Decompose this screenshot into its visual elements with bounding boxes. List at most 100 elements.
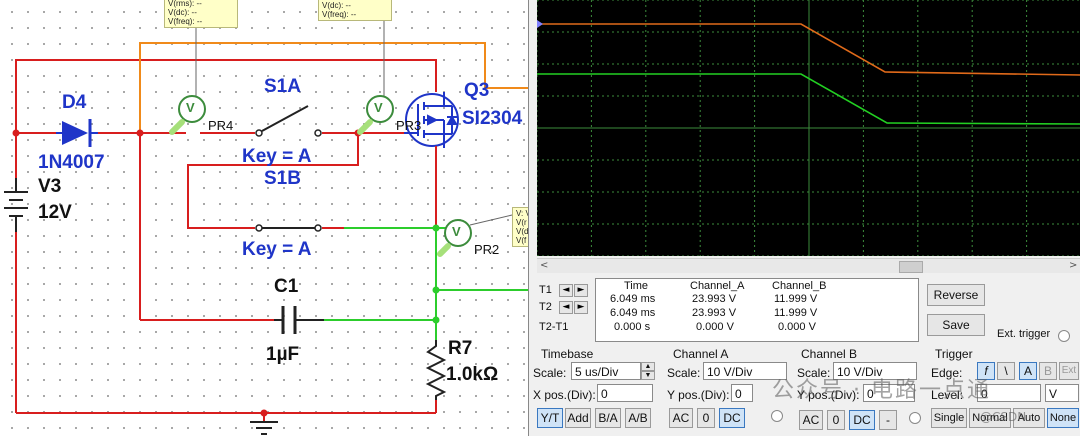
channel-b-radio[interactable] [909,412,921,424]
trigger-edge-label: Edge: [931,366,963,380]
resistor-ref[interactable]: R7 [448,338,473,359]
t1-label: T1 [539,284,552,296]
switch-s1a-ref[interactable]: S1A [264,76,301,97]
channel-b-minus-button[interactable]: - [879,410,897,430]
battery-symbol [4,178,28,232]
ext-trigger-radio[interactable] [1058,330,1070,342]
channel-a-ypos-label: Y pos.(Div): [667,388,730,402]
channel-a-ac-button[interactable]: AC [669,408,693,428]
watermark-sub: @CSDN [980,410,1027,424]
timebase-xpos-field[interactable]: 0 [597,384,653,402]
readout-diff-a: 0.000 V [696,321,734,333]
timebase-yt-button[interactable]: Y/T [537,408,563,428]
readout-diff-time: 0.000 s [614,321,651,333]
trigger-none-button[interactable]: None [1047,408,1079,428]
readout-t2-time: 6.049 ms [610,307,656,319]
timebase-xpos-label: X pos.(Div): [533,388,596,402]
timebase-scale-label: Scale: [533,366,567,380]
trigger-auto-button[interactable]: Auto [1013,408,1045,428]
trigger-level-unit[interactable]: V [1045,384,1079,402]
timebase-scale-field[interactable]: 5 us/Div [571,362,641,380]
scroll-thumb[interactable] [899,261,923,273]
timebase-ba-button[interactable]: B/A [595,408,621,428]
cursor-readout-panel: Time Channel_A Channel_B 6.049 ms 23.993… [595,278,919,342]
readout-t2-b: 11.999 V [774,307,818,319]
probe-pr2-label[interactable]: PR2 [474,242,500,257]
oscilloscope-screen[interactable] [536,0,1080,257]
channel-a-ypos-field[interactable]: 0 [731,384,753,402]
readout-header-channel-a: Channel_A [690,280,745,292]
timebase-scale-down-icon[interactable]: ▼ [641,371,655,380]
readout-header-channel-b: Channel_B [772,280,827,292]
ground-symbol [250,421,278,435]
resistor-symbol [425,340,447,400]
channel-a-radio[interactable] [771,410,783,422]
switch-s1b-key[interactable]: Key = A [242,239,312,260]
oscilloscope-window: < > T1 ◄ ► T2 ◄ ► T2-T1 Time Channel_A C… [528,0,1080,436]
readout-t1-b: 11.999 V [774,293,818,305]
switch-s1a-key[interactable]: Key = A [242,146,312,167]
capacitor-value[interactable]: 1µF [266,344,300,365]
channel-b-scale-field[interactable]: 10 V/Div [833,362,917,380]
mosfet-ref[interactable]: Q3 [464,80,490,101]
reverse-button[interactable]: Reverse [927,284,985,306]
horizontal-scrollbar[interactable]: < > [537,258,1080,273]
capacitor-symbol [274,306,324,334]
trigger-falling-edge-button[interactable]: \ [997,362,1015,380]
t2-left-arrow-icon[interactable]: ◄ [559,301,573,314]
probe-pr4-graphic [169,0,206,135]
diode-part[interactable]: 1N4007 [38,152,105,173]
schematic-canvas[interactable]: V V V PR4 PR3 PR2 V(rms): -- V(dc): -- V… [0,0,542,436]
timebase-scale-up-icon[interactable]: ▲ [641,362,655,371]
probe-pr3-tooltip: V(dc): -- V(freq): -- [318,0,392,21]
scroll-right-icon[interactable]: > [1069,260,1078,271]
channel-a-scale-field[interactable]: 10 V/Div [703,362,787,380]
timebase-ab-button[interactable]: A/B [625,408,651,428]
channel-b-dc-button[interactable]: DC [849,410,875,430]
t2-t1-label: T2-T1 [539,321,569,333]
channel-b-ac-button[interactable]: AC [799,410,823,430]
trigger-normal-button[interactable]: Normal [969,408,1011,428]
mosfet-part[interactable]: SI2304 [462,108,523,129]
diode-ref[interactable]: D4 [62,92,87,113]
watermark-text: 公众号 · 电路一点通 [772,378,991,403]
probe-pr4-label[interactable]: PR4 [208,118,234,133]
trigger-source-a-button[interactable]: A [1019,362,1037,380]
channel-a-title: Channel A [673,347,729,361]
readout-header-time: Time [624,280,649,292]
capacitor-ref[interactable]: C1 [274,276,299,297]
t1-left-arrow-icon[interactable]: ◄ [559,284,573,297]
tooltip-line: V(freq): -- [322,10,357,19]
probe-pr3-label[interactable]: PR3 [396,118,422,133]
trigger-single-button[interactable]: Single [931,408,967,428]
timebase-add-button[interactable]: Add [565,408,591,428]
trigger-rising-edge-button[interactable]: f [977,362,995,380]
switch-s1b-ref[interactable]: S1B [264,168,301,189]
channel-a-zero-button[interactable]: 0 [697,408,715,428]
source-value[interactable]: 12V [38,202,72,223]
resistor-value[interactable]: 1.0kΩ [446,364,499,385]
trigger-title: Trigger [935,347,973,361]
channel-a-dc-button[interactable]: DC [719,408,745,428]
trigger-source-b-button[interactable]: B [1039,362,1057,380]
probe-pr2-symbol: V [452,224,461,239]
scope-grid [536,0,1080,257]
t2-label: T2 [539,301,552,313]
trigger-level-field[interactable]: 0 [977,384,1041,402]
save-button[interactable]: Save [927,314,985,336]
channel-b-zero-button[interactable]: 0 [827,410,845,430]
t1-right-arrow-icon[interactable]: ► [574,284,588,297]
t2-right-arrow-icon[interactable]: ► [574,301,588,314]
channel-b-trace [537,73,1080,125]
trigger-source-ext-button[interactable]: Ext [1059,362,1079,380]
probe-pr4-tooltip: V(rms): -- V(dc): -- V(freq): -- [164,0,238,28]
scroll-left-icon[interactable]: < [540,260,549,271]
readout-t1-time: 6.049 ms [610,293,656,305]
tooltip-line: V(freq): -- [168,17,203,26]
ext-trigger-label: Ext. trigger [997,328,1051,340]
channel-b-ypos-label: Y pos.(Div): [797,388,860,402]
source-ref[interactable]: V3 [38,176,62,197]
channel-b-ypos-field[interactable]: 0 [863,384,915,402]
channel-a-trace [537,23,1080,76]
tooltip-line: V(dc): -- [322,1,351,10]
